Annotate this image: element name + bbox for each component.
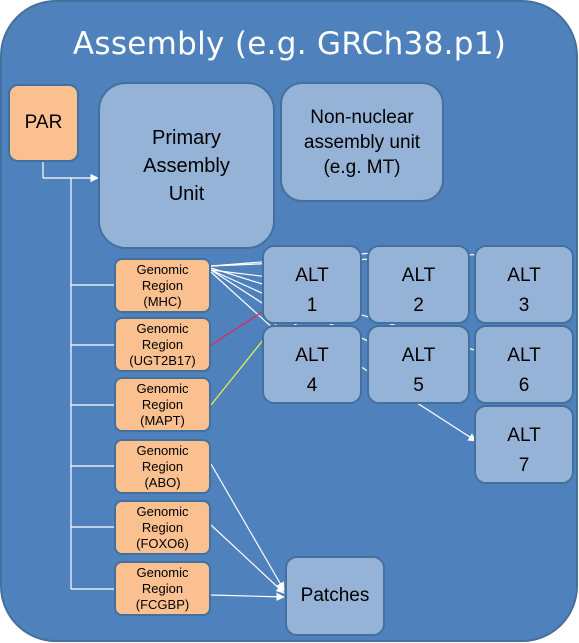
par-box: PAR <box>8 84 79 162</box>
genomic-region-mhc: Genomic Region (MHC) <box>114 258 211 313</box>
genomic-region-fcgbp: Genomic Region (FCGBP) <box>114 561 211 616</box>
non-nuclear-assembly-unit-box: Non-nuclear assembly unit (e.g. MT) <box>280 82 444 202</box>
abo-to-patches-arrow <box>210 463 285 591</box>
alt-5-box: ALT 5 <box>367 325 470 404</box>
alt-4-box: ALT 4 <box>262 325 362 404</box>
alt-1-box: ALT 1 <box>262 245 362 324</box>
genomic-region-mapt: Genomic Region (MAPT) <box>114 377 211 432</box>
alt-7-box: ALT 7 <box>474 405 574 484</box>
assembly-title: Assembly (e.g. GRCh38.p1) <box>72 26 507 62</box>
foxo6-to-patches-arrow <box>210 524 285 594</box>
genomic-region-ugt2b17: Genomic Region (UGT2B17) <box>114 317 211 372</box>
genomic-region-abo: Genomic Region (ABO) <box>114 439 211 494</box>
alt-3-box: ALT 3 <box>474 245 574 324</box>
genomic-region-foxo6: Genomic Region (FOXO6) <box>114 500 211 555</box>
alt-2-box: ALT 2 <box>367 245 470 324</box>
patches-box: Patches <box>285 556 385 636</box>
alt-6-box: ALT 6 <box>474 325 574 404</box>
primary-assembly-unit-box: Primary Assembly Unit <box>98 82 275 249</box>
fcgbp-to-patches-arrow <box>210 592 285 601</box>
